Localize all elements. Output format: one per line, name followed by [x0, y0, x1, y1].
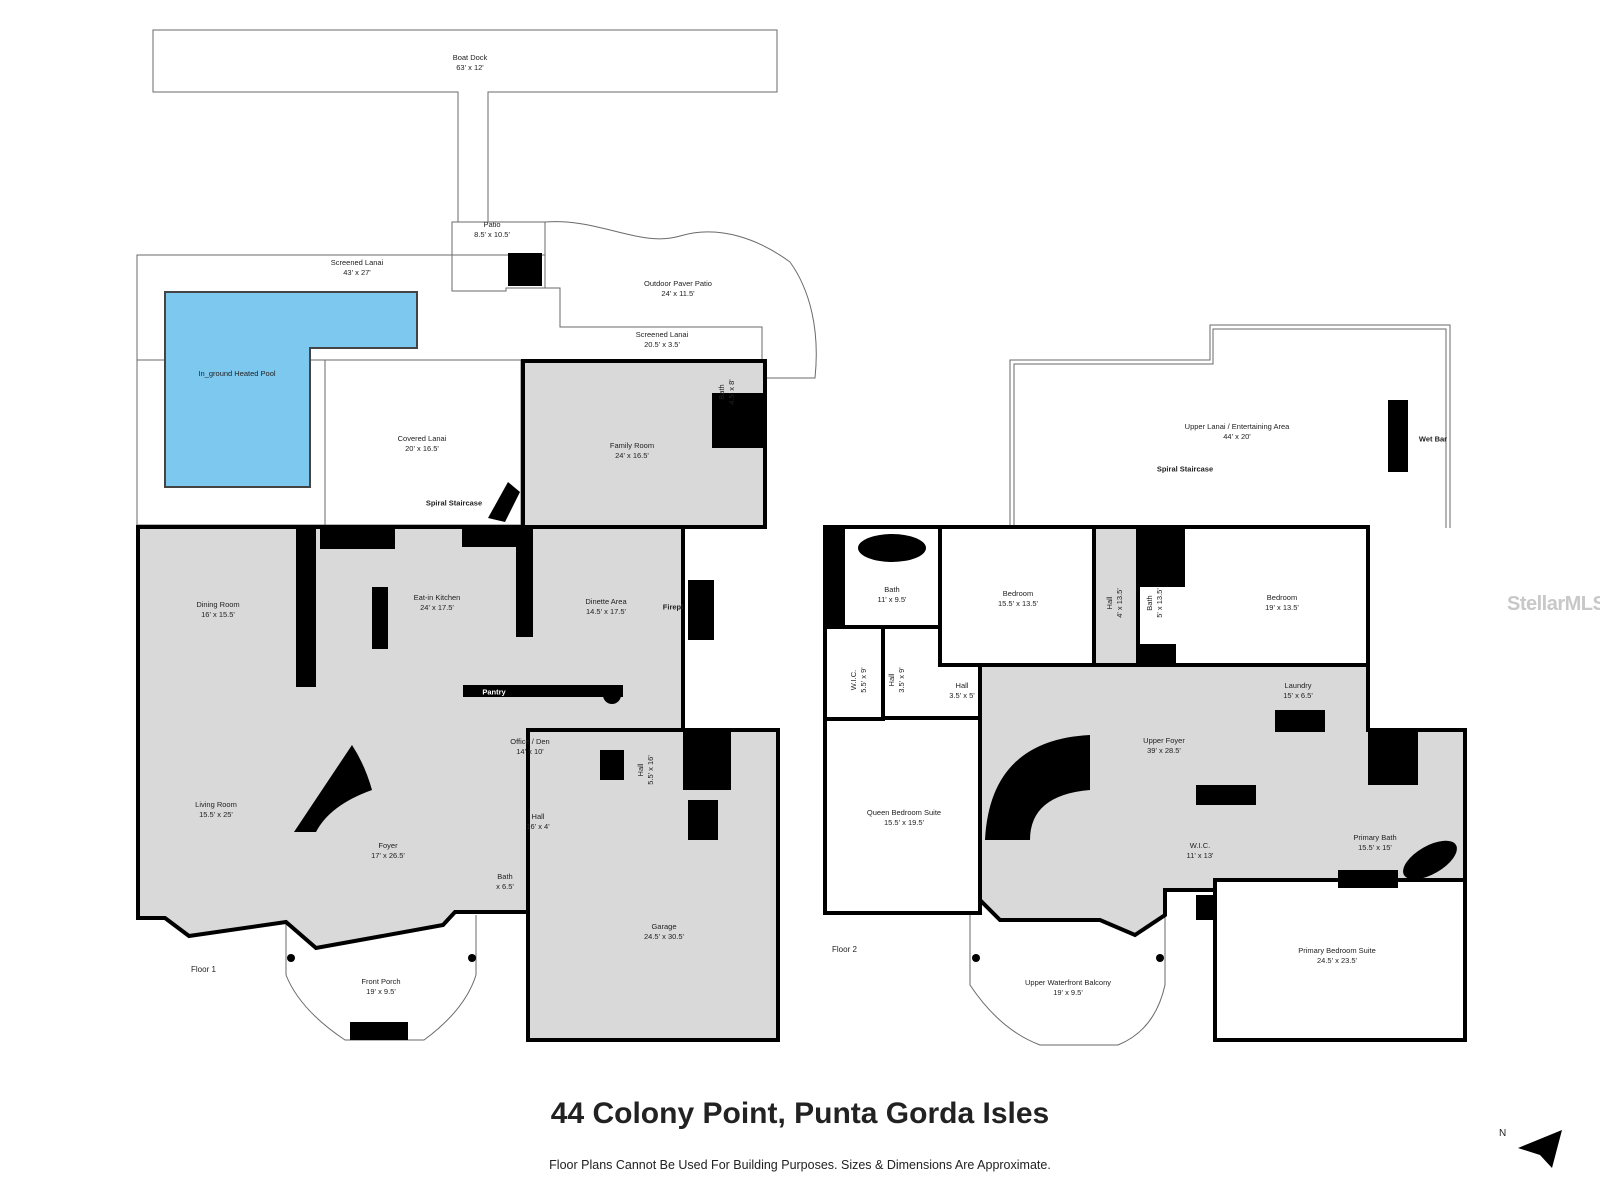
fixture-wet-bar: Wet Bar	[1418, 434, 1448, 444]
upper-balcony-outline	[969, 915, 1166, 1046]
upper-lanai-outline	[1009, 324, 1451, 528]
page-title: 44 Colony Point, Punta Gorda Isles	[550, 1097, 1050, 1130]
paver-patio-outline	[544, 221, 817, 379]
compass-north-label: N	[1499, 1128, 1507, 1139]
watermark-logo: StellarMLS	[1507, 593, 1600, 615]
floor2-wic-fill	[823, 625, 885, 721]
fixture-spiral-staircase-2: Spiral Staircase	[1156, 464, 1214, 474]
room-label-pool: In_ground Heated Pool	[198, 369, 276, 378]
primary-bedroom-fill	[1213, 878, 1467, 1042]
pool	[164, 291, 418, 488]
fixture-spiral-staircase-1: Spiral Staircase	[425, 498, 483, 508]
disclaimer-text: Floor Plans Cannot Be Used For Building …	[549, 1158, 1051, 1172]
compass-arrow	[1518, 1130, 1562, 1168]
fixture-pantry: Pantry	[482, 687, 506, 697]
floor-2-label: Floor 2	[832, 945, 857, 954]
garage-fill	[526, 728, 780, 1042]
room-label-f2-wic-2: W.I.C.11' x 13'	[1186, 841, 1214, 860]
floor-1-label: Floor 1	[191, 965, 216, 974]
queen-bedroom-fill	[823, 716, 982, 915]
fixture-fireplace: Firepl	[662, 602, 684, 612]
room-label-f2-wic-1: W.I.C.5.5' x 9'	[849, 667, 868, 693]
